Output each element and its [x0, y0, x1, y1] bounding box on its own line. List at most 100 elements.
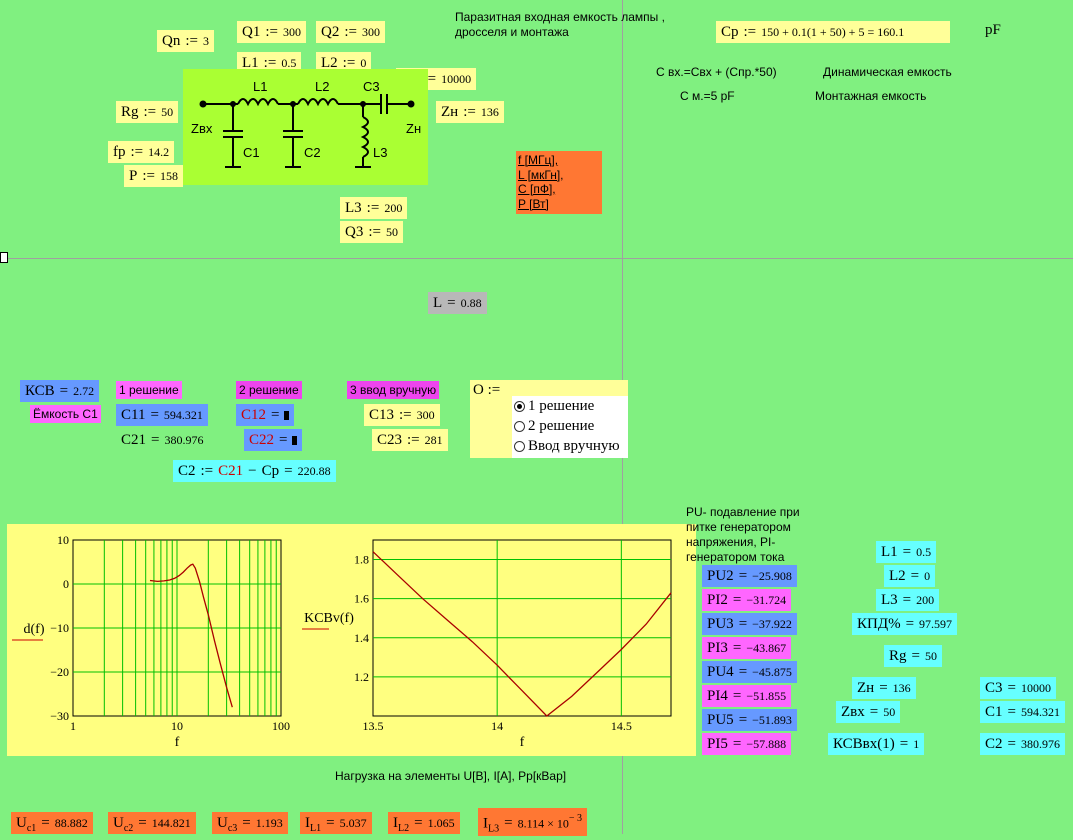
capacity-c1-label: Ёмкость С1 — [30, 405, 101, 423]
parasitic-capacitance-note-line2: дросселя и монтажа — [455, 25, 569, 39]
q2-input[interactable]: Q2:=300 — [316, 21, 385, 43]
radio-unselected-icon[interactable] — [514, 440, 525, 452]
pi5-result: PI5=−57.888 — [702, 733, 792, 755]
radio-unselected-icon[interactable] — [514, 420, 525, 432]
ksvvx-result: КСВвх(1)=1 — [828, 733, 925, 755]
y-axis-label: d(f) — [24, 622, 45, 637]
fp-input[interactable]: fp:=14.2 — [108, 141, 175, 163]
cm-formula: C м.=5 pF — [680, 89, 735, 103]
cp-unit: pF — [985, 22, 1001, 38]
x-tick-label: 1 — [70, 719, 76, 733]
schematic-c1-label: C1 — [243, 145, 260, 160]
y-axis-label: KCBv(f) — [304, 611, 354, 626]
c12-result: C12= — [236, 404, 295, 426]
ksv-result: КСВ=2.72 — [20, 380, 100, 402]
ksv-series-line — [372, 551, 672, 717]
region-marker-icon[interactable] — [0, 252, 8, 263]
x-tick-label: 10 — [171, 719, 183, 733]
cm-label: Монтажная емкость — [815, 89, 927, 103]
rg-result: Rg=50 — [884, 645, 942, 667]
uc3-result: Uc3=1.193 — [212, 812, 288, 834]
cp-expression: 150 + 0.1(1 + 50) + 5 = 160.1 — [761, 25, 905, 39]
plot-frame — [372, 539, 672, 717]
solution-1-label: 1 решение — [116, 381, 182, 399]
load-title: Нагрузка на элементы U[B], I[A], Pp[кВар… — [335, 769, 567, 783]
radio-option-2[interactable]: 2 решение — [512, 416, 628, 436]
solution-3-label: 3 ввод вручную — [347, 381, 440, 399]
x-tick-label: 100 — [272, 719, 290, 733]
q3-input[interactable]: Q3:=50 — [340, 221, 403, 243]
units-legend: f [МГц], L [мкГн], C [пФ], P [Вт] — [516, 151, 602, 214]
placeholder-mark-icon — [284, 410, 290, 420]
y-tick-label: 10 — [57, 533, 69, 547]
schematic-c3-label: C3 — [363, 79, 380, 94]
l1-result: L1=0.5 — [876, 541, 937, 563]
page-divider-horizontal — [0, 258, 1073, 259]
c21-result: C21=380.976 — [121, 432, 204, 448]
cp-definition[interactable]: Cp:=150 + 0.1(1 + 50) + 5 = 160.1 — [716, 21, 950, 43]
uc1-result: Uc1=88.882 — [11, 812, 93, 834]
units-line: L [мкГн], — [518, 167, 564, 182]
y-tick-label: −30 — [50, 709, 69, 723]
pi4-result: PI4=−51.855 — [702, 685, 792, 707]
cvx-label: Динамическая емкость — [823, 65, 952, 79]
y-tick-label: 1.8 — [354, 553, 369, 567]
l3-result: L3=200 — [876, 589, 940, 611]
solution-2-label: 2 решение — [236, 381, 302, 399]
parasitic-capacitance-note-line1: Паразитная входная емкость лампы , — [455, 10, 665, 24]
il1-result: IL1=5.037 — [300, 812, 372, 834]
pu2-result: PU2=−25.908 — [702, 565, 797, 587]
schematic-l1-label: L1 — [253, 79, 268, 94]
rg-input[interactable]: Rg:=50 — [116, 101, 179, 123]
l-result: L=0.88 — [428, 292, 487, 314]
il3-result: IL3=8.114 × 10− 3 — [478, 808, 588, 836]
d-series-line — [149, 563, 233, 708]
option-label: O := — [473, 382, 501, 398]
l3-input[interactable]: L3:=200 — [340, 197, 408, 219]
c13-input[interactable]: C13:=300 — [364, 404, 440, 426]
x-tick-label: 13.5 — [363, 719, 384, 733]
zn-input[interactable]: Zн:=136 — [436, 101, 504, 123]
il2-result: IL2=1.065 — [388, 812, 460, 834]
y-tick-label: −20 — [50, 665, 69, 679]
x-tick-label: 14 — [491, 719, 503, 733]
c3-result: C3=10000 — [980, 677, 1056, 699]
schematic-zvx-label: Zвх — [191, 121, 213, 136]
p-input[interactable]: P:=158 — [124, 165, 183, 187]
x-axis-label: f — [520, 735, 525, 750]
schematic-c2-label: C2 — [304, 145, 321, 160]
pi3-result: PI3=−43.867 — [702, 637, 792, 659]
l2-result: L2=0 — [884, 565, 936, 587]
radio-selected-icon[interactable] — [514, 400, 525, 412]
matching-network-schematic: Zвх Zн L1 L2 C3 C1 C2 L3 — [183, 69, 428, 185]
radio-option-1[interactable]: 1 решение — [512, 396, 628, 416]
c22-result: C22= — [244, 429, 303, 451]
l1-input[interactable]: L1:=0.5 — [237, 52, 302, 74]
uc2-result: Uc2=144.821 — [108, 812, 196, 834]
q1-input[interactable]: Q1:=300 — [237, 21, 306, 43]
c1-result: C1=594.321 — [980, 701, 1065, 723]
y-tick-label: 1.4 — [354, 631, 369, 645]
pi2-result: PI2=−31.724 — [702, 589, 792, 611]
zn-result: Zн=136 — [852, 677, 916, 699]
units-line: P [Вт] — [518, 196, 549, 211]
radio-option-3[interactable]: Ввод вручную — [512, 436, 628, 456]
cp-name: Cp — [721, 24, 739, 40]
cvx-formula: C вх.=Свх + (Спр.*50) — [656, 65, 777, 79]
c2-formula[interactable]: C2:=C21−Cp=220.88 — [173, 460, 336, 482]
schematic-zn-label: Zн — [406, 121, 422, 136]
schematic-drawing — [199, 94, 415, 168]
plots-region — [7, 524, 696, 756]
units-line: C [пФ], — [518, 182, 556, 196]
kpd-result: КПД%=97.597 — [852, 613, 958, 635]
y-tick-label: 0 — [63, 577, 69, 591]
pu4-result: PU4=−45.875 — [702, 661, 797, 683]
qn-input[interactable]: Qn:=3 — [157, 30, 214, 52]
l2-input[interactable]: L2:=0 — [316, 52, 372, 74]
c23-input[interactable]: C23:=281 — [372, 429, 448, 451]
pu3-result: PU3=−37.922 — [702, 613, 797, 635]
x-axis-label: f — [175, 735, 180, 750]
